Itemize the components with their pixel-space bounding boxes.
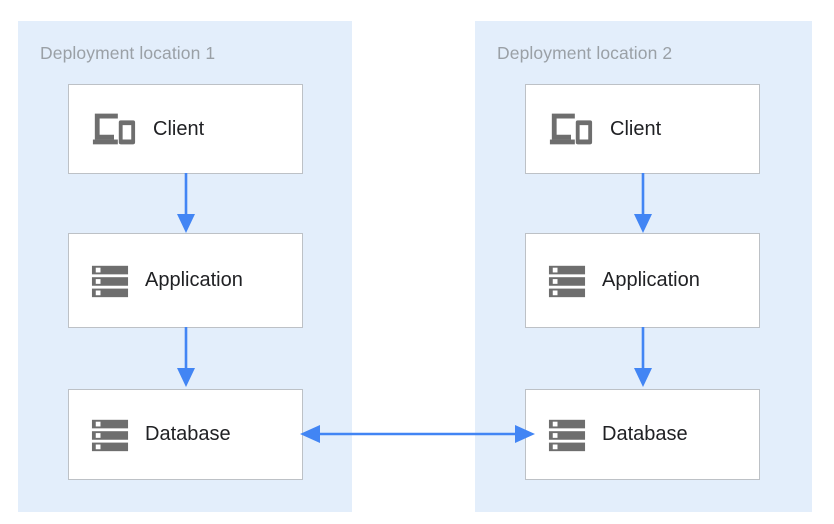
client-2-to-application-2-arrow (634, 173, 652, 233)
application-2-label: Application (602, 269, 700, 291)
application-1-to-database-1-arrow (177, 327, 195, 387)
database-1-node[interactable]: Database (68, 389, 303, 480)
client-1-to-application-1-arrow (177, 173, 195, 233)
deployment-location-2-title: Deployment location 2 (497, 43, 673, 63)
server-icon (548, 265, 586, 297)
deployment-location-2-panel: Deployment location 2 Client (475, 21, 812, 512)
client-1-label: Client (153, 117, 205, 140)
server-icon (548, 419, 586, 451)
client-1-node[interactable]: Client (68, 84, 303, 174)
database-2-label: Database (602, 423, 688, 445)
server-icon (91, 265, 129, 297)
application-2-node[interactable]: Application (525, 233, 760, 328)
database-1-to-database-2-arrow (300, 425, 535, 443)
database-2-node[interactable]: Database (525, 389, 760, 480)
devices-icon (549, 113, 593, 145)
client-2-label: Client (610, 117, 662, 140)
database-1-label: Database (145, 423, 231, 445)
application-1-label: Application (145, 269, 243, 291)
deployment-location-1-title: Deployment location 1 (40, 43, 216, 63)
client-2-node[interactable]: Client (525, 84, 760, 174)
deployment-location-1-panel: Deployment location 1 Client (18, 21, 352, 512)
application-2-to-database-2-arrow (634, 327, 652, 387)
server-icon (91, 419, 129, 451)
application-1-node[interactable]: Application (68, 233, 303, 328)
devices-icon (92, 113, 136, 145)
